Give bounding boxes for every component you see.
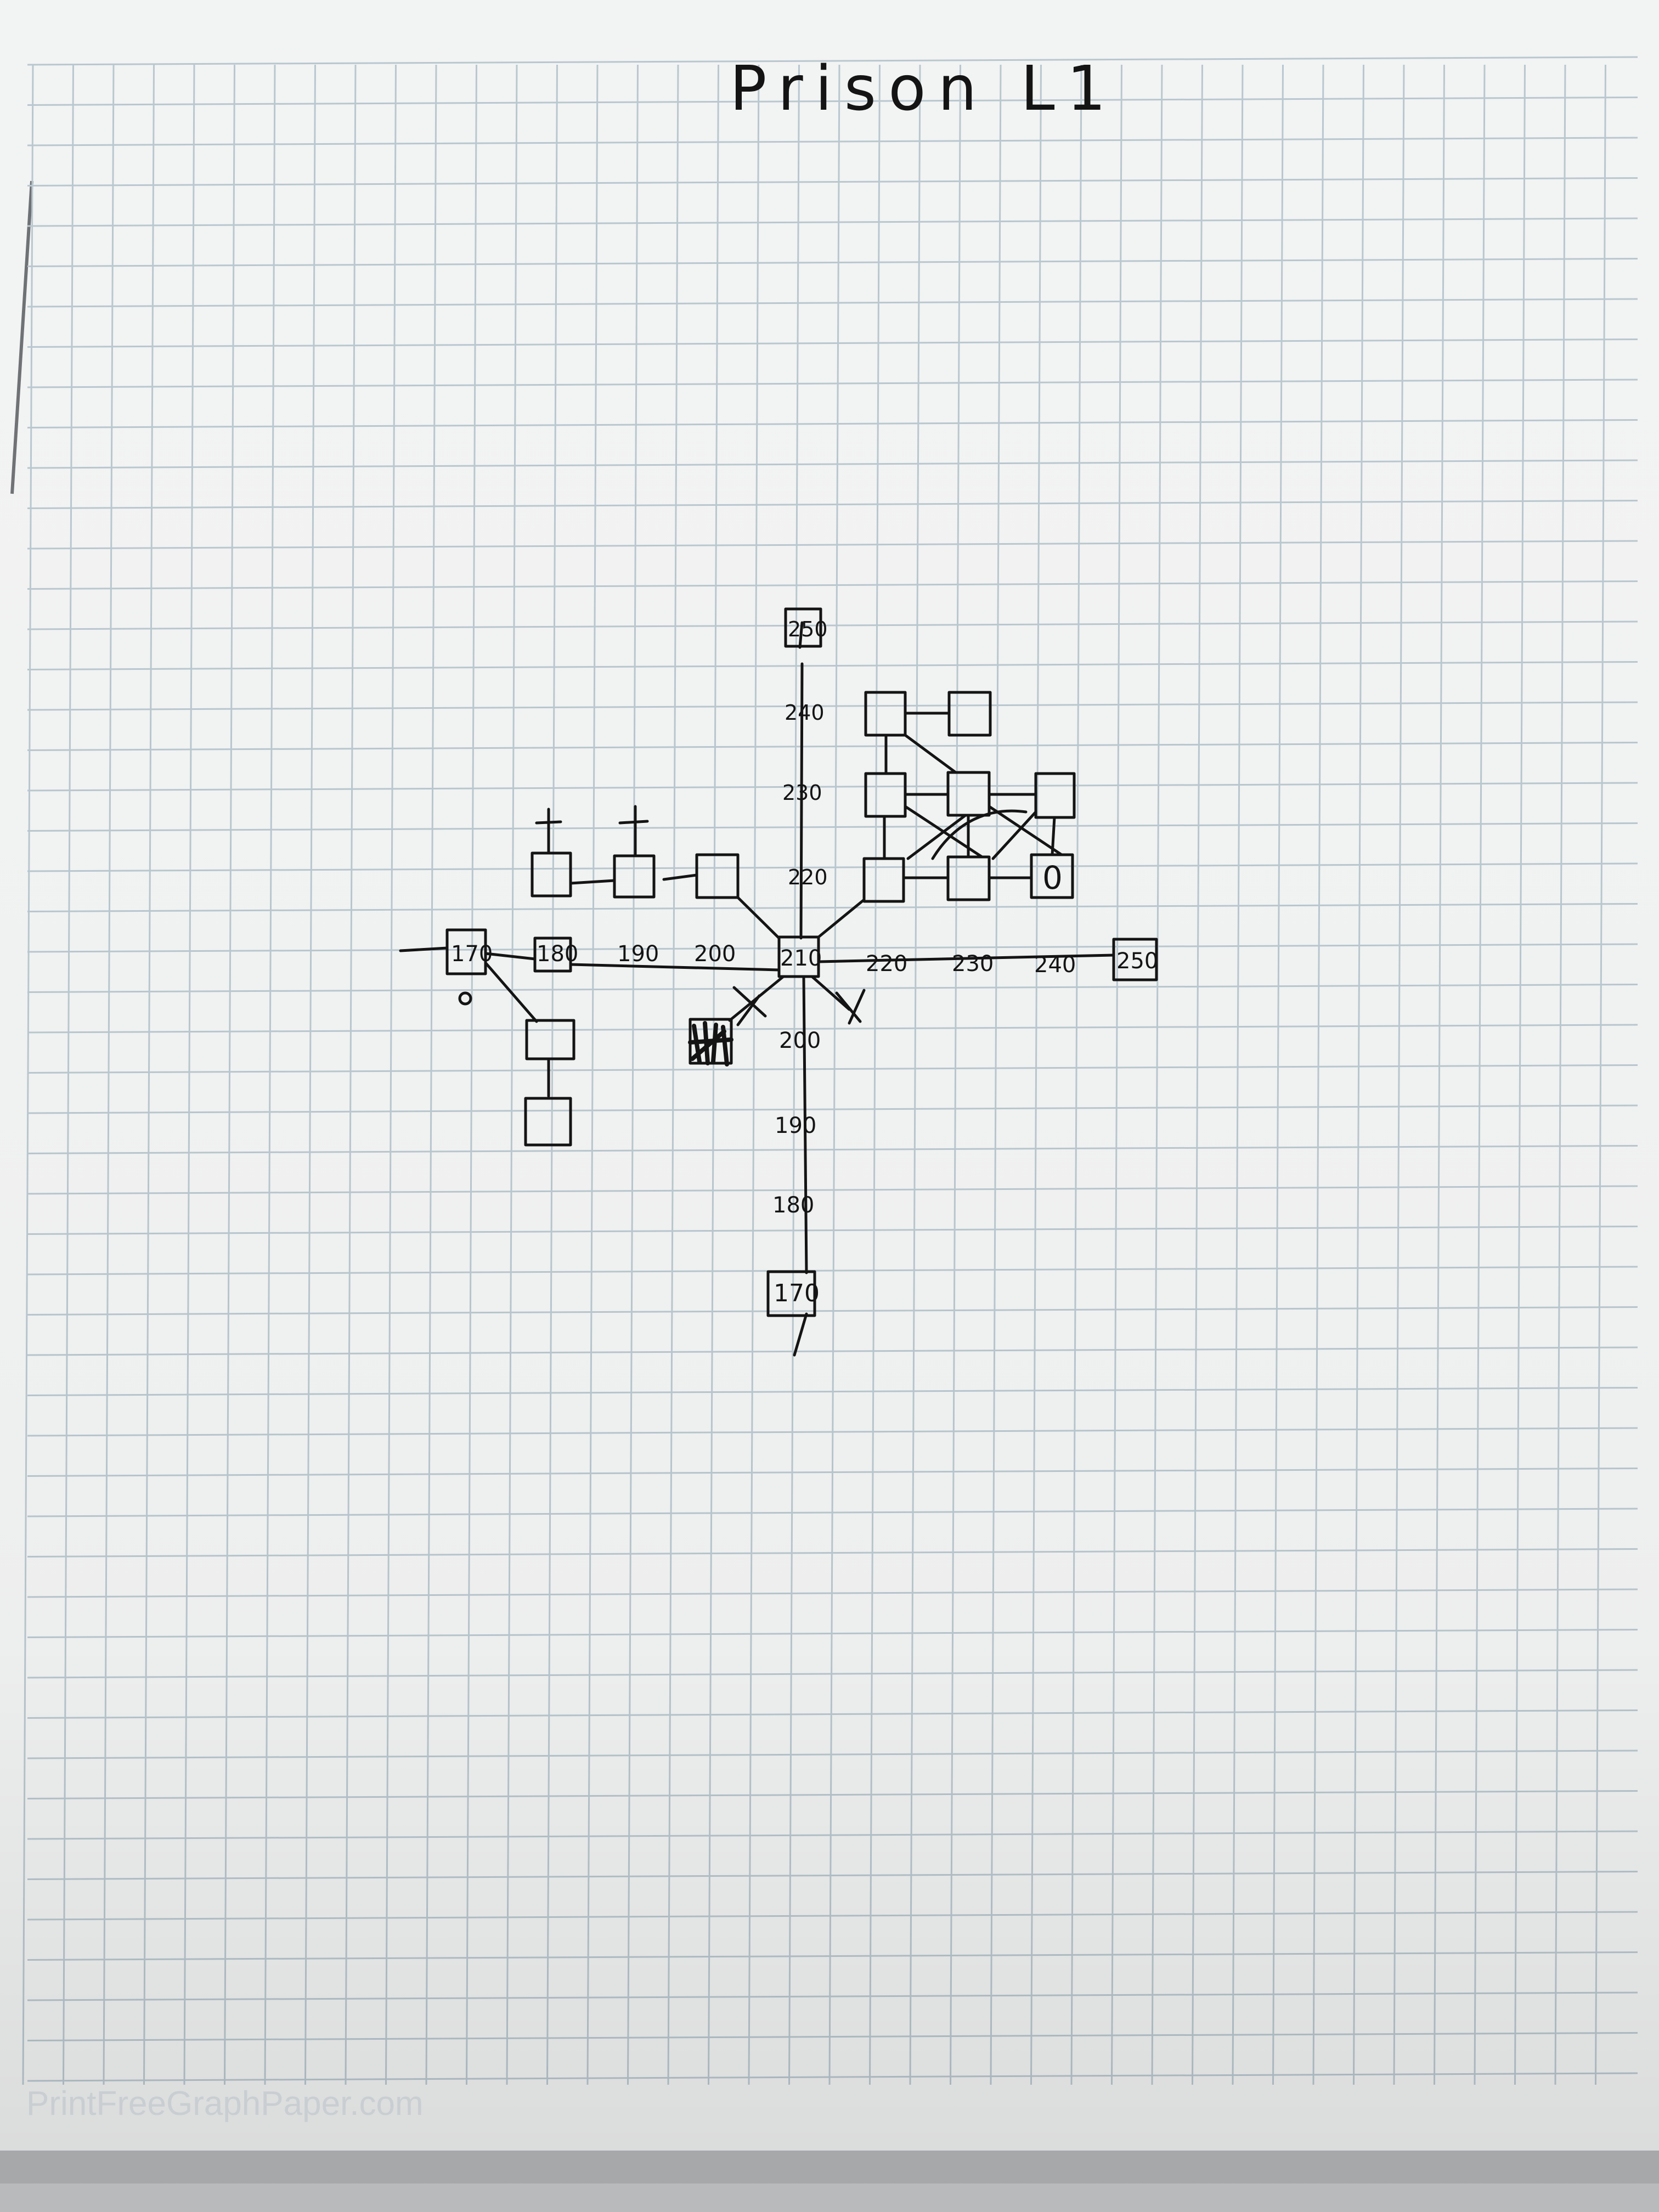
room-box-ul-3 (531, 851, 572, 898)
door-label: 0 (1042, 859, 1063, 896)
horizontal-corridor (399, 946, 1115, 972)
y-label-180: 180 (772, 1193, 814, 1218)
prison-map-diagram (399, 607, 1158, 1357)
room-box-170-west (445, 928, 487, 975)
page-title: Prison L1 (730, 53, 1118, 125)
watermark-text: PrintFreeGraphPaper.com (26, 2085, 424, 2123)
y-label-220: 220 (788, 865, 828, 889)
blocked-link-se (810, 975, 851, 1011)
exit-marker-2 (535, 808, 562, 855)
y-label-200: 200 (779, 1028, 821, 1053)
room-box-250-east (1112, 938, 1158, 981)
hub-label: 210 (780, 946, 822, 971)
room-box-210 (777, 935, 820, 978)
x-label-190: 190 (617, 941, 659, 967)
y-label-240: 240 (785, 701, 825, 725)
room-box-180 (533, 936, 572, 973)
x-label-200: 200 (694, 941, 736, 967)
y-label-230: 230 (782, 781, 822, 805)
x-label-180: 180 (537, 941, 578, 967)
x-label-250: 250 (1116, 949, 1158, 974)
vertical-corridor (793, 621, 808, 1357)
upper-left-branch (569, 873, 781, 940)
room-box-ul-2 (613, 854, 656, 899)
x-label-170: 170 (451, 941, 493, 967)
map-labels: 210 0 170 180 190 200 220 230 240 250 22… (451, 617, 1158, 1307)
y-label-190: 190 (775, 1113, 816, 1138)
y-label-170: 170 (774, 1279, 820, 1307)
room-box-250-north (784, 607, 822, 648)
x-label-230: 230 (952, 951, 994, 977)
room-box-ul-1 (695, 853, 740, 899)
room-box-170-south (766, 1270, 816, 1317)
y-label-250: 250 (788, 617, 828, 641)
door-circle (458, 991, 472, 1006)
x-label-220: 220 (866, 951, 907, 977)
exit-marker-1 (618, 805, 649, 856)
room-box-sw-1 (525, 1019, 575, 1060)
west-branch-link (484, 961, 538, 1023)
room-box-sw-2 (524, 1097, 572, 1147)
x-label-240: 240 (1034, 952, 1076, 978)
ne-cluster-link (817, 898, 866, 939)
